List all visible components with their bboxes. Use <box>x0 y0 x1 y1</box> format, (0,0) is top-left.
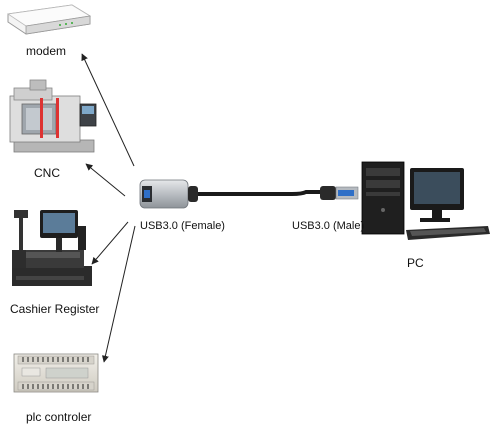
modem-icon <box>6 4 92 35</box>
desktop-pc-icon <box>361 161 490 240</box>
cash-register-icon <box>12 210 92 286</box>
arrow-to-modem <box>81 53 135 167</box>
modem-label: modem <box>26 44 67 58</box>
arrow-to-cashier <box>91 221 129 265</box>
cnc-machine-icon <box>9 79 97 153</box>
connection-arrows <box>81 53 136 363</box>
usb-extension-cable-icon <box>139 179 359 209</box>
usb-male-label: USB3.0 (Male) <box>292 220 365 232</box>
arrow-to-plc <box>101 225 136 363</box>
usb-cable <box>194 190 324 196</box>
usb-male-boot <box>320 186 336 200</box>
plc-controller-icon <box>13 353 99 393</box>
cnc-label: CNC <box>34 166 60 180</box>
cashier-register-label: Cashier Register <box>10 302 100 316</box>
arrow-to-cnc <box>85 163 126 197</box>
usb-female-label: USB3.0 (Female) <box>140 220 225 232</box>
pc-label: PC <box>407 256 424 270</box>
plc-controller-label: plc controler <box>26 410 92 424</box>
